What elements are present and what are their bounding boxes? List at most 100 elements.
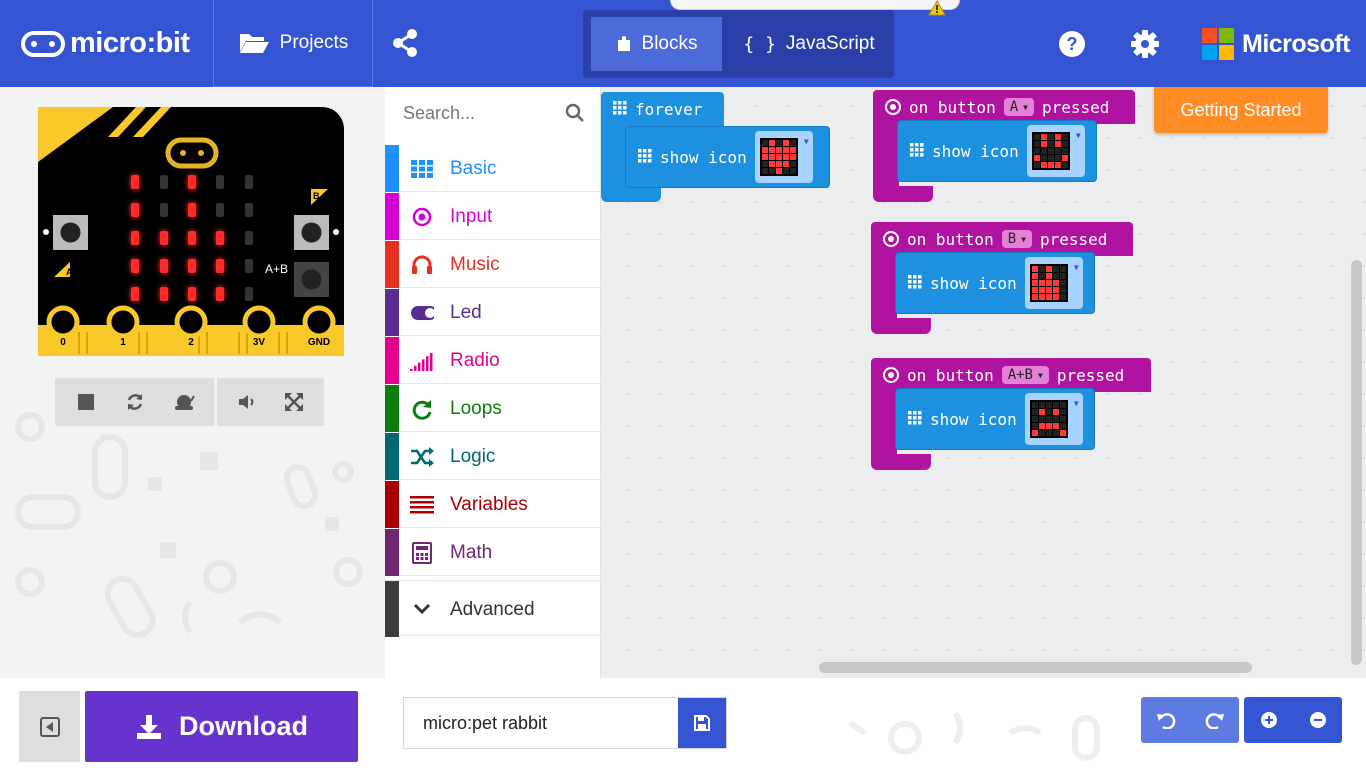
led-3-1 (160, 259, 168, 273)
category-label: Basic (450, 158, 497, 179)
pin-3V[interactable] (242, 305, 276, 339)
category-input[interactable]: Input (385, 193, 601, 240)
search-icon[interactable] (565, 103, 585, 123)
button-dropdown[interactable]: A▼ (1003, 98, 1034, 116)
getting-started-button[interactable]: Getting Started (1154, 87, 1328, 133)
headphones-icon (410, 253, 434, 277)
zoom-out-button[interactable] (1303, 705, 1333, 735)
fullscreen-button[interactable] (279, 387, 309, 417)
svg-text:?: ? (1067, 34, 1078, 54)
pin-2[interactable] (174, 305, 208, 339)
microsoft-logo[interactable]: Microsoft (1202, 28, 1351, 60)
restart-button[interactable] (120, 387, 150, 417)
undo-button[interactable] (1151, 705, 1181, 735)
show-icon-block[interactable]: show icon ▼ (625, 126, 830, 188)
category-label: Led (450, 302, 482, 323)
project-name-input[interactable] (404, 698, 679, 748)
microbit-logo[interactable]: micro:bit (20, 27, 190, 60)
category-variables[interactable]: Variables (385, 481, 601, 528)
category-music[interactable]: Music (385, 241, 601, 288)
category-advanced[interactable]: Advanced (385, 580, 601, 637)
category-label: Math (450, 542, 493, 563)
category-color-bar (385, 337, 399, 384)
settings-button[interactable] (1130, 29, 1160, 59)
bottom-bar: Download (0, 678, 1366, 768)
led-1-2 (188, 203, 196, 217)
led-0-0 (131, 175, 139, 189)
download-button[interactable]: Download (85, 691, 358, 762)
stop-button[interactable] (71, 387, 101, 417)
save-button[interactable] (678, 698, 726, 748)
pin-GND[interactable] (302, 305, 336, 339)
pin-0[interactable] (46, 305, 80, 339)
on-button-suffix: pressed (1041, 97, 1110, 117)
category-label: Input (450, 206, 493, 227)
led-4-3 (216, 287, 224, 301)
collapse-simulator-button[interactable] (19, 691, 80, 762)
projects-label: Projects (279, 32, 349, 53)
category-color-bar (385, 241, 399, 288)
category-color-bar (385, 481, 399, 528)
share-button[interactable] (390, 28, 422, 60)
icon-picker[interactable]: ▼ (1026, 125, 1085, 177)
led-1-4 (245, 203, 253, 217)
help-button[interactable]: ? (1057, 29, 1087, 59)
pin-1[interactable] (106, 305, 140, 339)
search-input[interactable] (403, 102, 563, 124)
grid-icon (613, 100, 627, 119)
top-drag-handle[interactable] (670, 0, 960, 10)
category-led[interactable]: Led (385, 289, 601, 336)
show-icon-block[interactable]: show icon▼ (897, 120, 1097, 182)
projects-button[interactable]: Projects (213, 0, 373, 88)
c-block-side (601, 126, 627, 186)
logo-text: micro:bit (70, 27, 190, 59)
led-0-1 (160, 175, 168, 189)
touch-logo[interactable] (165, 137, 219, 169)
chevron-down-icon (410, 597, 434, 621)
lines-icon (410, 493, 434, 517)
javascript-toggle-button[interactable]: { } JavaScript (731, 17, 887, 71)
show-icon-label: show icon (930, 409, 1017, 429)
on-button-prefix: on button (907, 365, 994, 385)
save-icon (694, 715, 710, 731)
blocks-toggle-button[interactable]: Blocks (591, 17, 722, 71)
on-button-prefix: on button (909, 97, 996, 117)
dropdown-arrow-icon: ▼ (1073, 399, 1079, 408)
button-dropdown[interactable]: A+B▼ (1001, 366, 1049, 384)
show-icon-block[interactable]: show icon▼ (895, 252, 1095, 314)
horizontal-scrollbar[interactable] (819, 662, 1252, 673)
icon-picker[interactable]: ▼ (754, 131, 813, 183)
warning-icon[interactable] (928, 0, 946, 16)
mute-button[interactable] (232, 387, 262, 417)
category-basic[interactable]: Basic (385, 145, 601, 192)
signal-bars-icon (410, 349, 434, 373)
pin-label: 3V (253, 337, 266, 348)
category-radio[interactable]: Radio (385, 337, 601, 384)
icon-picker[interactable]: ▼ (1024, 257, 1083, 309)
header-bar: micro:bit Projects Blocks { } JavaScript (0, 0, 1366, 88)
undo-icon (1156, 713, 1175, 729)
category-color-bar (385, 193, 399, 240)
show-icon-block[interactable]: show icon ▼ (895, 388, 1095, 450)
background-pattern (15, 412, 363, 638)
vertical-scrollbar[interactable] (1351, 260, 1362, 665)
download-label: Download (179, 711, 308, 741)
category-logic[interactable]: Logic (385, 433, 601, 480)
zoom-in-button[interactable] (1254, 705, 1284, 735)
redo-button[interactable] (1200, 705, 1230, 735)
button-dropdown[interactable]: B▼ (1001, 230, 1032, 248)
undo-redo-group (1141, 697, 1239, 743)
category-loops[interactable]: Loops (385, 385, 601, 432)
icon-picker[interactable]: ▼ (1024, 393, 1083, 445)
led-2-3 (216, 231, 224, 245)
category-math[interactable]: Math (385, 529, 601, 576)
led-1-3 (216, 203, 224, 217)
c-block-foot (871, 318, 931, 334)
zoom-in-icon (1260, 712, 1277, 728)
slow-motion-button[interactable] (169, 387, 199, 417)
